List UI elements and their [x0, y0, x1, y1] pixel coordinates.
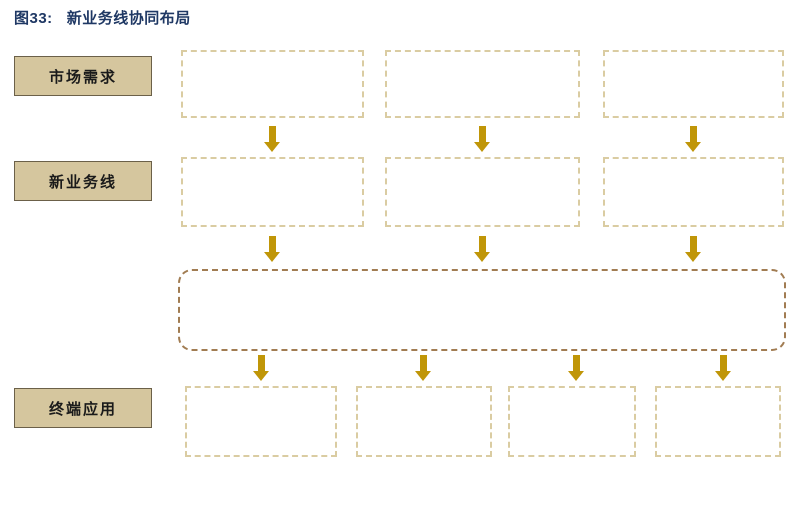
terminal-app-box-4	[655, 386, 781, 457]
down-arrow-icon	[474, 126, 490, 152]
down-arrow-icon	[568, 355, 584, 381]
figure-number: 图33:	[14, 10, 53, 27]
tier-label-terminal-application: 终端应用	[14, 388, 152, 428]
business-line-box-1	[181, 157, 364, 227]
market-demand-box-1	[181, 50, 364, 118]
market-demand-box-2	[385, 50, 580, 118]
down-arrow-icon	[264, 126, 280, 152]
down-arrow-icon	[685, 126, 701, 152]
figure-title-text: 新业务线协同布局	[66, 10, 191, 27]
business-line-box-3	[603, 157, 784, 227]
down-arrow-icon	[415, 355, 431, 381]
terminal-app-box-1	[185, 386, 337, 457]
down-arrow-icon	[264, 236, 280, 262]
down-arrow-icon	[715, 355, 731, 381]
terminal-app-box-2	[356, 386, 492, 457]
tier-label-new-business-line: 新业务线	[14, 161, 152, 201]
synergy-platform-box	[178, 269, 786, 351]
business-line-box-2	[385, 157, 580, 227]
terminal-app-box-3	[508, 386, 636, 457]
market-demand-box-3	[603, 50, 784, 118]
figure-title: 图33: 新业务线协同布局	[14, 7, 191, 28]
down-arrow-icon	[685, 236, 701, 262]
down-arrow-icon	[474, 236, 490, 262]
tier-label-market-demand: 市场需求	[14, 56, 152, 96]
down-arrow-icon	[253, 355, 269, 381]
